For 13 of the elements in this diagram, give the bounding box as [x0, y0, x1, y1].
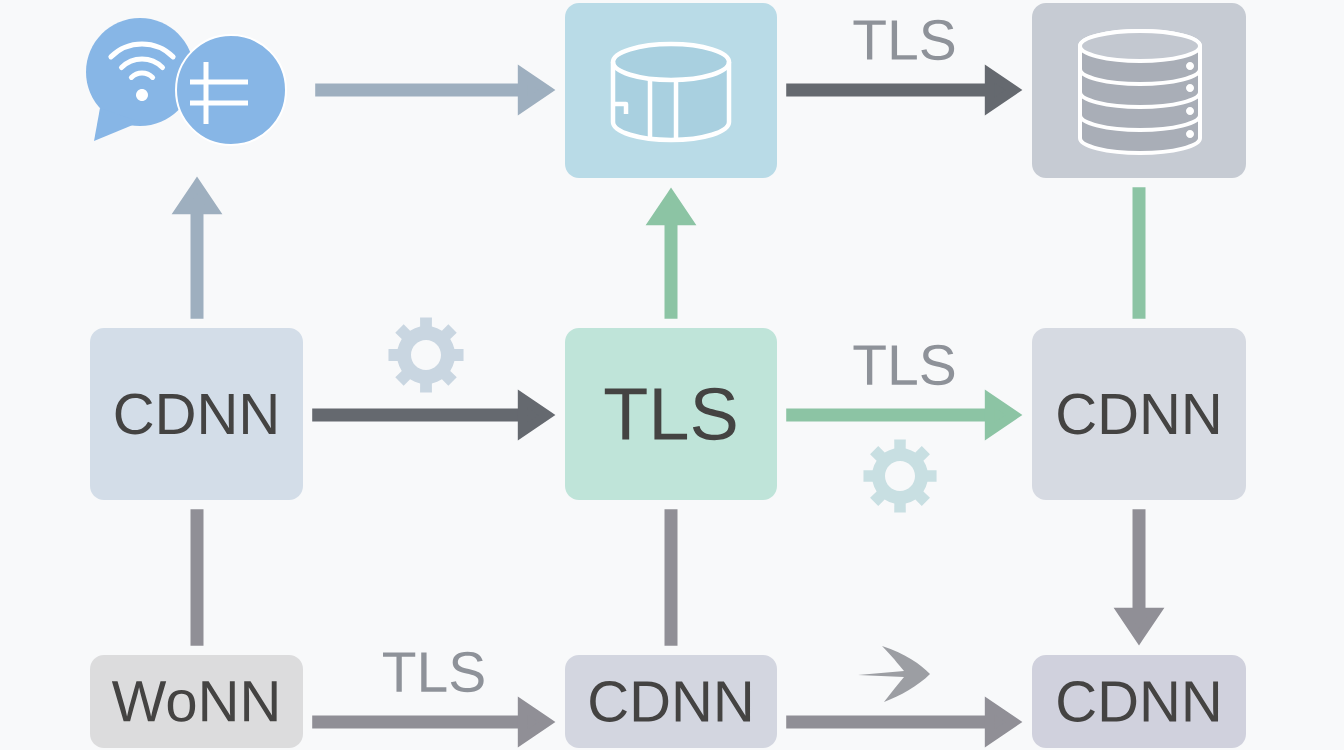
process-box: TLS — [565, 328, 777, 500]
connector-line — [190, 509, 204, 646]
process-box: CDNN — [565, 655, 777, 748]
edge-label: TLS — [379, 649, 489, 695]
process-box: WoNN — [90, 655, 303, 748]
process-box: CDNN — [1032, 328, 1246, 500]
process-box: CDNN — [1032, 655, 1246, 748]
connector-line — [1132, 187, 1146, 319]
process-box: CDNN — [90, 328, 303, 500]
edge-label: TLS — [850, 342, 959, 388]
edge-label: TLS — [850, 17, 959, 63]
chat-bubbles-icon — [86, 18, 287, 146]
connector-line — [664, 509, 678, 646]
